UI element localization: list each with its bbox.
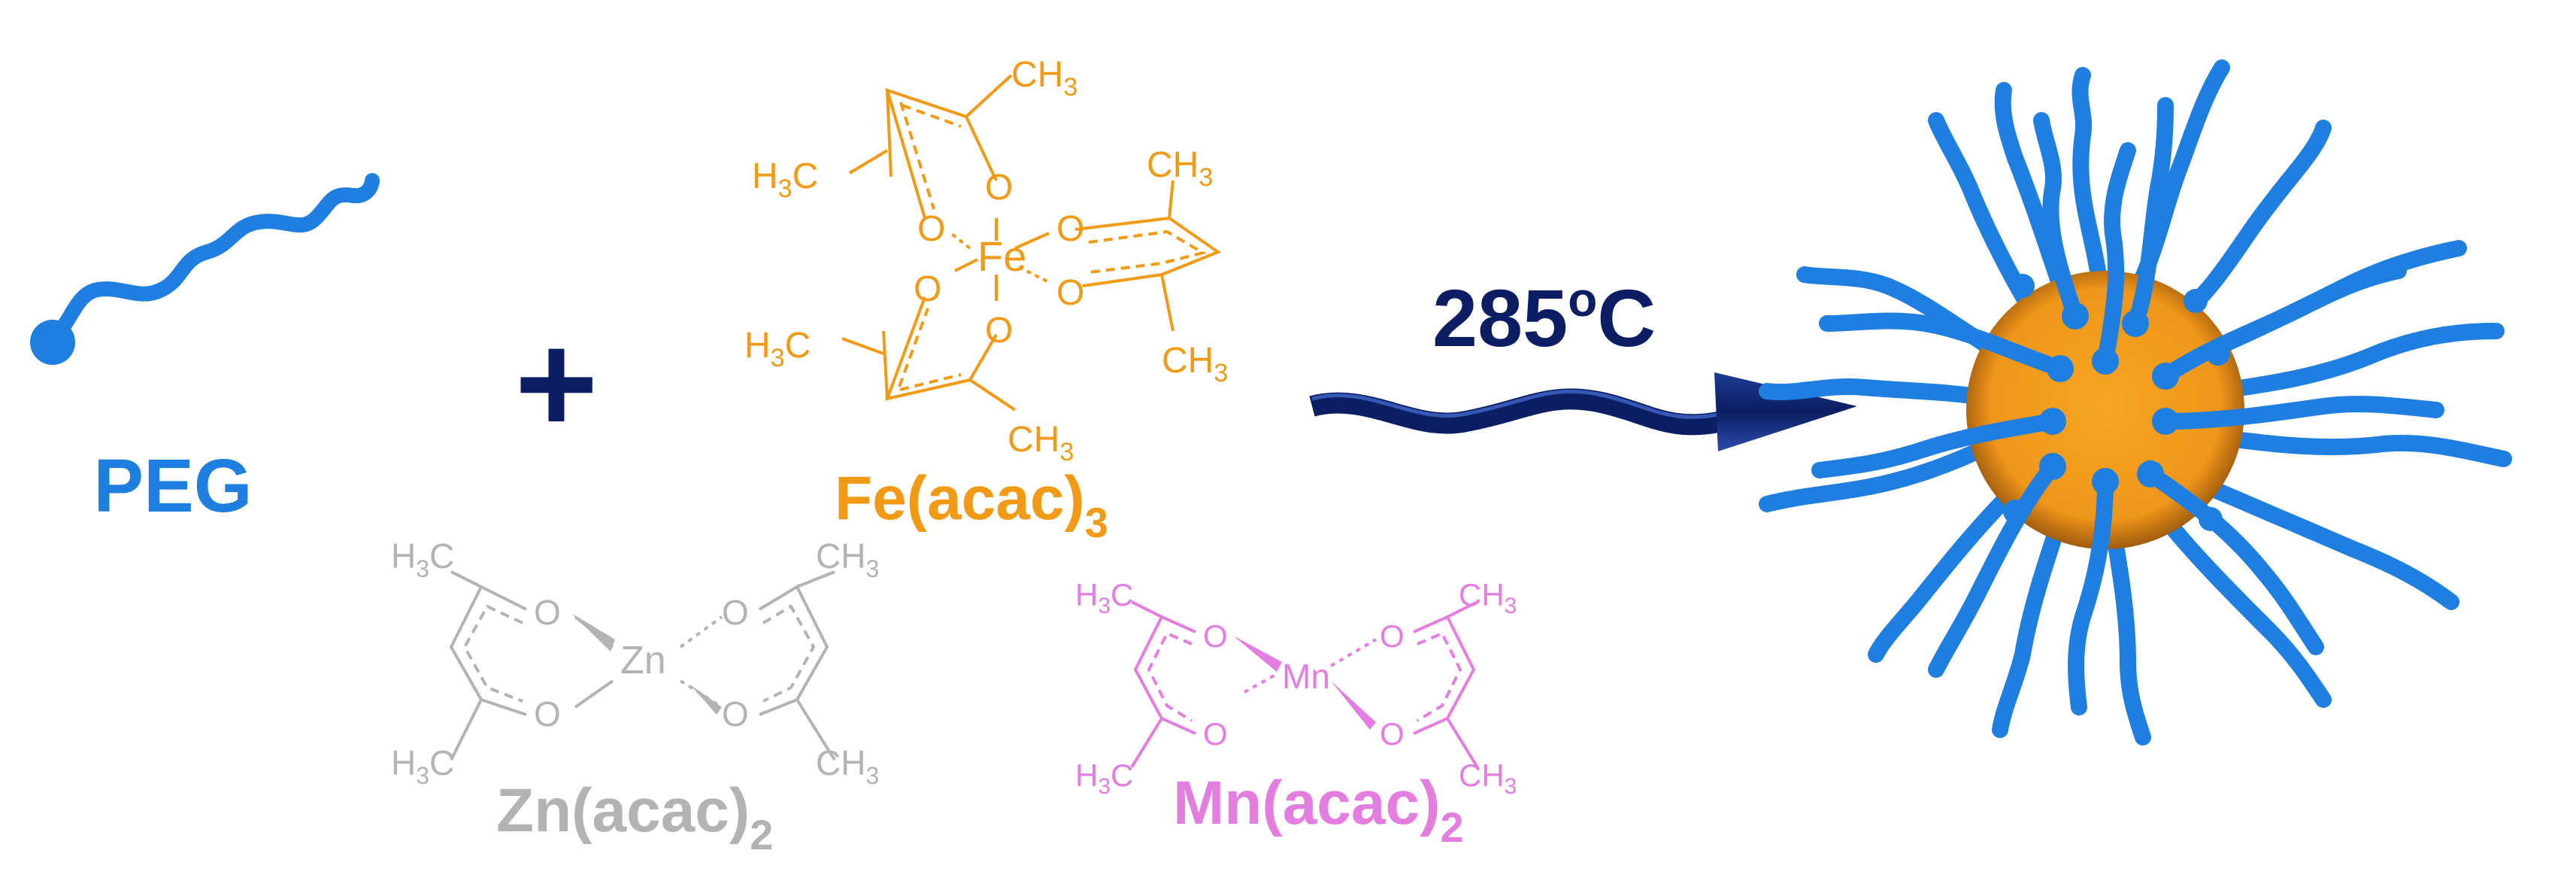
fe-o-label: O [985,168,1013,208]
nanoparticle-illustration [1759,59,2512,746]
mn-wedge-top [1233,636,1282,672]
zn-acac-atom-labels: Zn O O O O H3C H3C CH3 CH3 [391,536,879,789]
fe-ring-top-bonds [885,74,1013,219]
reaction-arrow-wave [1309,388,1724,436]
reaction-arrow [1309,372,1857,451]
zn-ch3-label: CH3 [816,743,879,789]
peg-end-bead [30,320,75,365]
mn-acac-atom-labels: Mn O O O O H3C H3C CH3 CH3 [1075,577,1517,799]
zn-o-label: O [534,694,561,734]
zn-ring-right-aromatic [762,604,816,703]
fe-o-label: O [1056,209,1084,249]
temperature-label: 285oC [1432,272,1656,363]
fe-o-label: O [985,311,1013,351]
fe-ring-bottom-bonds [882,296,1017,412]
mn-metal-label: Mn [1282,657,1330,696]
fe-ch3-label: CH3 [1011,55,1077,102]
nanoparticle-chains-front [1811,97,2444,715]
fe-o-label: O [914,269,941,309]
mn-ring-right-aromatic [1416,631,1462,722]
fe-ch3-label: CH3 [1147,145,1213,192]
fe-ring-right-bonds [1074,180,1222,332]
mn-ch3-label: CH3 [1459,577,1517,618]
fe-acac-structure [841,74,1222,412]
mn-ring-left-aromatic [1147,631,1193,722]
fe-methyl-bonds-left [841,149,889,355]
zn-o-label: O [534,593,561,632]
fe-ch3-label: CH3 [1162,341,1228,387]
reaction-arrow-head [1714,372,1857,451]
peg-chain-illustration [30,173,380,365]
fe-o-dashed-bonds [947,230,1050,284]
zn-o-label: O [722,694,749,734]
fe-ring-top-aromatic [899,102,962,210]
mn-ring-right-bonds [1413,600,1479,769]
zn-acac-name: Zn(acac)2 [496,776,773,858]
zn-ch3-label: CH3 [816,536,879,582]
mn-acac-name: Mn(acac)2 [1173,769,1464,851]
mn-o-label: O [1203,618,1228,654]
fe-ring-right-aromatic [1088,229,1208,274]
zn-metal-label: Zn [620,639,666,682]
mn-acac-structure [1130,600,1479,769]
fe-acac-name: Fe(acac)3 [835,464,1108,546]
mn-h3c-label: H3C [1075,758,1133,799]
fe-o-bonds [954,218,1050,301]
zn-wedge-top [571,613,615,652]
peg-chain [45,173,380,346]
mn-ch3-label: CH3 [1459,758,1517,799]
zn-wedge-bottom [690,685,722,715]
fe-o-label: O [1056,273,1084,313]
zn-ring-left-bonds [449,570,527,761]
zn-o-label: O [722,593,749,632]
reaction-arrow-wave-highlight [1311,389,1723,419]
fe-h3c-label: H3C [752,156,818,203]
mn-o-label: O [1380,618,1405,654]
zn-ring-right-bonds [758,570,836,761]
fe-h3c-label: H3C [744,326,811,372]
fe-ring-bottom-aromatic [898,308,962,391]
zn-h3c-label: H3C [391,536,454,582]
fe-acac-atom-labels: Fe O O O O O O CH3 H3C CH3 H3C CH3 CH3 [744,55,1228,466]
fe-metal-label: Fe [977,232,1026,280]
mn-o-label: O [1380,716,1405,752]
mn-h3c-label: H3C [1075,577,1133,618]
mn-ring-left-bonds [1130,600,1196,769]
mn-wedge-bottom [1331,681,1376,730]
nanoparticle-chain-ends [2003,274,2230,531]
zn-h3c-label: H3C [391,743,454,789]
nanoparticle-chains-back [1759,59,2512,746]
plus-sign: + [515,304,599,463]
peg-label: PEG [93,444,252,528]
mn-o-label: O [1203,716,1228,752]
fe-o-label: O [917,209,945,249]
fe-ch3-label: CH3 [1008,420,1074,466]
mn-dashed-bonds [1244,638,1377,694]
